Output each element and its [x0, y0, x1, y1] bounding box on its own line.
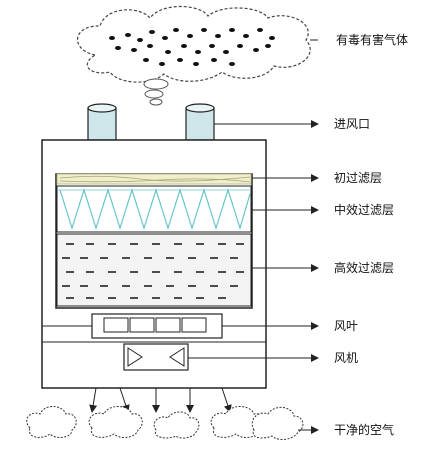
- clean-air-clouds: [26, 406, 304, 440]
- medium-filter: [56, 185, 252, 233]
- label-hepa-filter: 高效过滤层: [334, 261, 395, 275]
- label-fan-motor: 风机: [334, 351, 359, 365]
- label-medium-filter: 中效过滤层: [334, 203, 395, 217]
- label-toxic-gas: 有毒有害气体: [336, 33, 409, 47]
- label-clean-air: 干净的空气: [334, 423, 395, 437]
- fan-blade-assembly: [91, 313, 223, 339]
- hepa-filter: [56, 233, 252, 307]
- fan-motor: [123, 343, 189, 371]
- label-primary-filter: 初过滤层: [334, 171, 383, 185]
- outflow-arrows: [89, 387, 232, 413]
- toxic-gas-cloud: [76, 6, 311, 106]
- label-fan-blade: 风叶: [334, 319, 359, 333]
- inlet-pipes: [87, 103, 215, 141]
- primary-filter: [56, 173, 252, 185]
- label-inlet: 进风口: [334, 117, 371, 131]
